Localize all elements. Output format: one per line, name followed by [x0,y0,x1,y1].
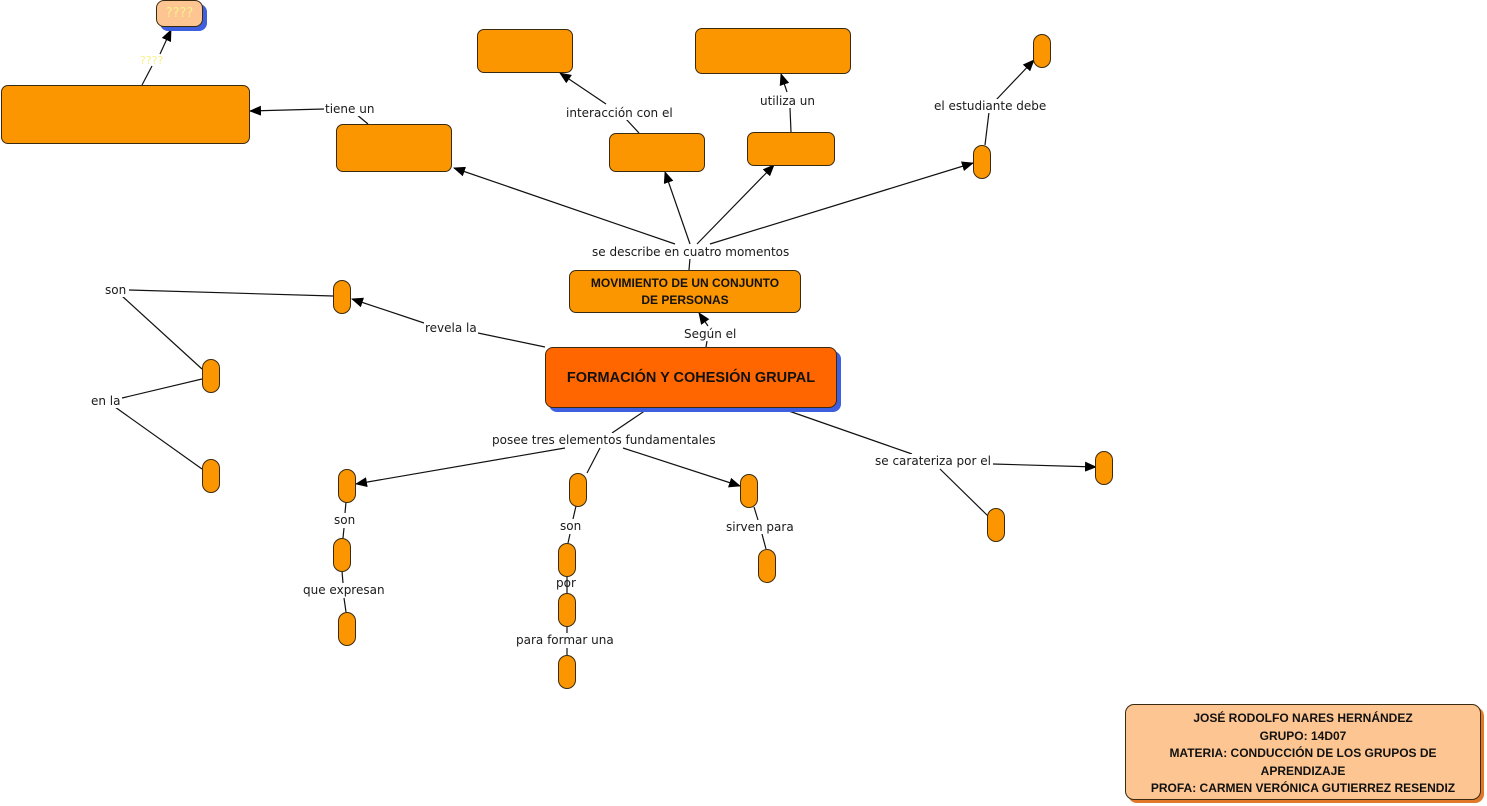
link-label-son-b[interactable]: son [559,519,583,533]
link-label-para-formar[interactable]: para formar una [515,633,615,647]
concept-pill-6[interactable] [338,469,356,503]
link-line [567,533,571,544]
concept-pill-13[interactable] [740,474,758,508]
concept-unknown[interactable]: ???? [156,0,203,27]
concept-pill-16[interactable] [987,508,1005,542]
link-line [351,297,425,324]
link-label-unknown[interactable]: ???? [140,54,164,67]
link-line [342,527,345,539]
concept-unknown-text: ???? [165,6,194,21]
link-label-revela-la[interactable]: revela la [424,321,478,335]
concept-pill-10[interactable] [558,543,576,577]
link-line [789,107,792,133]
concept-empty-1[interactable] [1,85,250,144]
link-line [785,409,913,455]
concept-pill-7[interactable] [333,538,351,572]
link-label-tiene-un[interactable]: tiene un [324,102,376,116]
link-line [663,171,691,245]
link-label-son-a[interactable]: son [333,513,357,527]
link-line [343,597,347,613]
link-line [249,105,325,116]
link-line [709,161,974,245]
link-line [995,59,1035,101]
link-line [559,72,607,105]
link-line [696,164,775,245]
concept-pill-14[interactable] [758,549,776,583]
credit-author: JOSÉ RODOLFO NARES HERNÁNDEZ [1193,711,1413,725]
link-label-por[interactable]: por [556,576,576,590]
link-label-se-describe[interactable]: se describe en cuatro momentos [591,245,791,259]
concept-movimiento[interactable]: MOVIMIENTO DE UN CONJUNTO DE PERSONAS [569,270,801,313]
concept-pill-9[interactable] [569,473,587,507]
concept-pill-3[interactable] [333,280,351,314]
link-line [939,468,989,517]
link-line [779,73,790,93]
link-line [611,409,647,434]
link-line [698,312,710,327]
link-line [984,111,990,146]
link-label-segun-el[interactable]: Según el [683,327,738,341]
concept-empty-4[interactable] [609,133,705,172]
link-line [761,533,767,550]
link-line [121,378,203,399]
link-line [753,506,759,521]
concept-main-text: FORMACIÓN Y COHESIÓN GRUPAL [566,369,816,386]
concept-pill-1[interactable] [1033,34,1051,68]
link-line [121,295,203,370]
link-label-en-la[interactable]: en la [90,394,122,408]
link-line [341,570,344,584]
credit-group: GRUPO: 14D07 [1259,728,1347,743]
concept-pill-5[interactable] [202,459,220,493]
link-label-son-left[interactable]: son [104,283,128,297]
link-label-se-carateriza[interactable]: se carateriza por el [874,454,992,468]
concept-main[interactable]: FORMACIÓN Y COHESIÓN GRUPAL [545,347,837,408]
link-line [141,65,153,86]
concept-empty-6[interactable] [747,132,835,166]
link-line [705,340,708,348]
link-line [128,289,334,297]
link-label-sirven-para[interactable]: sirven para [725,520,795,534]
credit-teacher: PROFA: CARMEN VERÓNICA GUTIERREZ RESENDI… [1150,781,1456,795]
link-line [688,257,691,271]
concept-empty-3[interactable] [477,29,573,73]
concept-empty-5[interactable] [695,28,851,74]
concept-pill-12[interactable] [558,655,576,689]
concept-pill-15[interactable] [1095,451,1113,485]
link-line [625,118,640,134]
link-line [344,501,347,514]
link-line [453,166,676,245]
concept-pill-4[interactable] [202,359,220,393]
concept-pill-2[interactable] [973,145,991,179]
link-label-interaccion[interactable]: interacción con el [565,106,674,120]
concept-pill-8[interactable] [338,612,356,646]
concept-empty-2[interactable] [336,124,452,172]
credits-box: JOSÉ RODOLFO NARES HERNÁNDEZ GRUPO: 14D0… [1125,704,1481,800]
link-line [159,29,172,55]
credit-subject: MATERIA: CONDUCCIÓN DE LOS GRUPOS DE [1169,746,1437,760]
link-line [477,332,546,348]
link-line [355,447,566,488]
link-line [586,447,601,474]
concept-pill-11[interactable] [558,593,576,627]
concept-movimiento-text: MOVIMIENTO DE UN CONJUNTO DE PERSONAS [590,275,780,307]
link-label-estudiante-debe[interactable]: el estudiante debe [933,99,1048,113]
credit-subject-cont: APRENDIZAJE [1260,763,1346,778]
link-label-utiliza-un[interactable]: utiliza un [759,94,816,108]
link-line [992,461,1097,472]
link-line [622,447,741,488]
link-label-que-expresan[interactable]: que expresan [302,583,386,597]
link-line [572,505,577,520]
link-label-posee[interactable]: posee tres elementos fundamentales [491,433,717,447]
link-line [114,406,203,470]
